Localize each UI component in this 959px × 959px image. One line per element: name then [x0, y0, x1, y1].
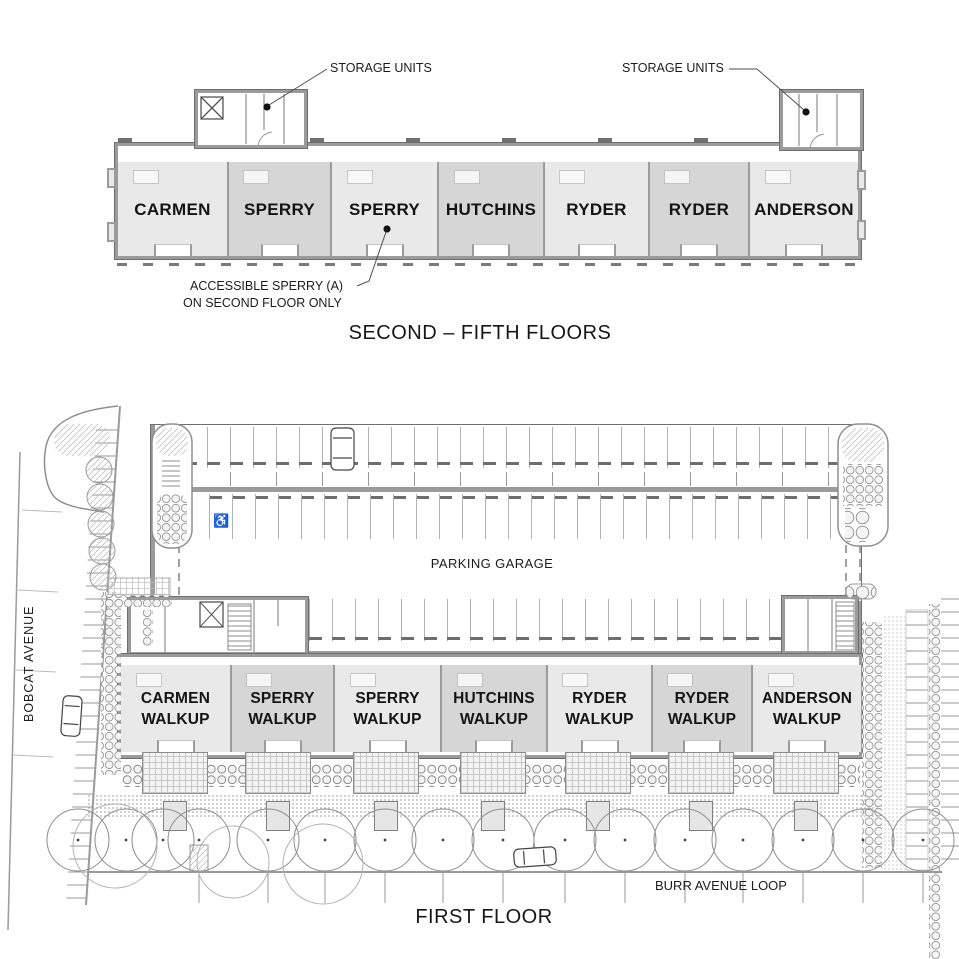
first-floor-title: FIRST FLOOR	[415, 906, 553, 928]
unit-hutchins: HUTCHINS	[437, 162, 543, 256]
stoop-step	[163, 801, 187, 831]
stoop-step	[374, 801, 398, 831]
stoop-step	[689, 801, 713, 831]
unit-label: RYDER	[572, 689, 627, 707]
unit-ryder-2: RYDER	[648, 162, 748, 256]
parking-row-surface	[184, 427, 840, 468]
parking-garage: ♿ PARKING GARAGE	[150, 424, 862, 660]
accessible-note-line1: ACCESSIBLE SPERRY (A)	[190, 279, 344, 293]
unit-label: HUTCHINS	[453, 689, 535, 707]
balcony-bump	[107, 168, 116, 188]
unit-label: WALKUP	[459, 710, 529, 728]
unit-sperry-walkup-2: SPERRY WALKUP	[333, 665, 440, 752]
unit-label: SPERRY	[250, 689, 315, 707]
stoop-step	[794, 801, 818, 831]
parking-row-south	[263, 599, 785, 641]
unit-carmen-walkup: CARMEN WALKUP	[121, 665, 230, 752]
corner-ramp	[189, 844, 209, 872]
unit-label: ANDERSON	[754, 199, 854, 219]
unit-sperry-2: SPERRY	[330, 162, 437, 256]
unit-label: WALKUP	[141, 710, 210, 728]
wall-stubs	[184, 472, 840, 486]
bobcat-avenue-label: BOBCAT AVENUE	[22, 605, 36, 722]
storage-units-label-left: STORAGE UNITS	[330, 61, 432, 75]
unit-anderson: ANDERSON	[748, 162, 858, 256]
unit-stoop	[353, 752, 419, 794]
parking-garage-label: PARKING GARAGE	[430, 556, 554, 571]
upper-top-wall-ticks	[118, 138, 862, 143]
walkup-building: CARMEN WALKUP SPERRY WALKUP SPERRY WALKU…	[117, 653, 863, 759]
upper-sill-dashes	[117, 263, 863, 266]
unit-carmen: CARMEN	[118, 162, 227, 256]
burr-car	[513, 846, 557, 868]
unit-sperry-1: SPERRY	[227, 162, 330, 256]
garage-east-wall	[857, 601, 861, 659]
corner-tree-cluster	[72, 803, 364, 905]
unit-label: WALKUP	[248, 710, 317, 728]
unit-label: SPERRY	[355, 689, 420, 707]
stoop-step	[481, 801, 505, 831]
trash-stair-room	[781, 595, 859, 655]
storage-units-label-right: STORAGE UNITS	[622, 61, 724, 75]
storage-tower-left	[194, 89, 308, 149]
unit-stoop	[565, 752, 631, 794]
unit-label: RYDER	[566, 199, 627, 219]
garage-north-wall	[153, 487, 859, 492]
unit-label: SPERRY	[348, 199, 421, 219]
unit-label: WALKUP	[667, 710, 737, 728]
unit-label: WALKUP	[353, 710, 422, 728]
unit-ryder-walkup-1: RYDER WALKUP	[546, 665, 651, 752]
unit-ryder-1: RYDER	[543, 162, 648, 256]
storage-tower-right	[779, 89, 864, 151]
unit-sperry-walkup-1: SPERRY WALKUP	[230, 665, 333, 752]
unit-stoop	[142, 752, 208, 794]
sidewalk-hatch	[66, 428, 118, 905]
unit-stoop	[245, 752, 311, 794]
unit-hutchins-walkup: HUTCHINS WALKUP	[440, 665, 546, 752]
unit-anderson-walkup: ANDERSON WALKUP	[751, 665, 861, 752]
balcony-bump	[857, 220, 866, 240]
unit-label: RYDER	[674, 689, 730, 707]
unit-stoop	[668, 752, 734, 794]
unit-label: WALKUP	[565, 710, 634, 728]
tree-centers	[76, 838, 925, 842]
unit-ryder-walkup-2: RYDER WALKUP	[651, 665, 751, 752]
wheel-stops	[263, 637, 785, 640]
stoop-step	[266, 801, 290, 831]
unit-label: RYDER	[668, 199, 730, 219]
unit-label: CARMEN	[134, 199, 211, 219]
bobcat-car	[60, 695, 83, 737]
unit-stoop	[460, 752, 526, 794]
garage-east-wall	[857, 425, 861, 544]
unit-label: SPERRY	[243, 199, 316, 219]
unit-label: WALKUP	[772, 710, 842, 728]
lobby-stair-tower	[127, 596, 309, 656]
upper-plan-title: SECOND – FIFTH FLOORS	[348, 322, 612, 344]
unit-label: HUTCHINS	[445, 199, 537, 219]
burr-avenue-label: BURR AVENUE LOOP	[655, 878, 787, 893]
parking-row-north	[209, 494, 839, 539]
street-stall-ticks	[198, 872, 924, 903]
balcony-bump	[857, 170, 866, 190]
accessible-note-line2: ON SECOND FLOOR ONLY	[183, 296, 342, 310]
wheel-stops	[184, 462, 840, 465]
unit-label: CARMEN	[140, 689, 211, 707]
stoop-step	[586, 801, 610, 831]
unit-label: ANDERSON	[761, 689, 853, 707]
upper-building: CARMEN SPERRY SPERRY HUTCHINS RYDER RYDE…	[114, 142, 862, 260]
accessible-parking-icon: ♿	[213, 513, 230, 528]
balcony-bump	[107, 222, 116, 242]
unit-stoop	[773, 752, 839, 794]
